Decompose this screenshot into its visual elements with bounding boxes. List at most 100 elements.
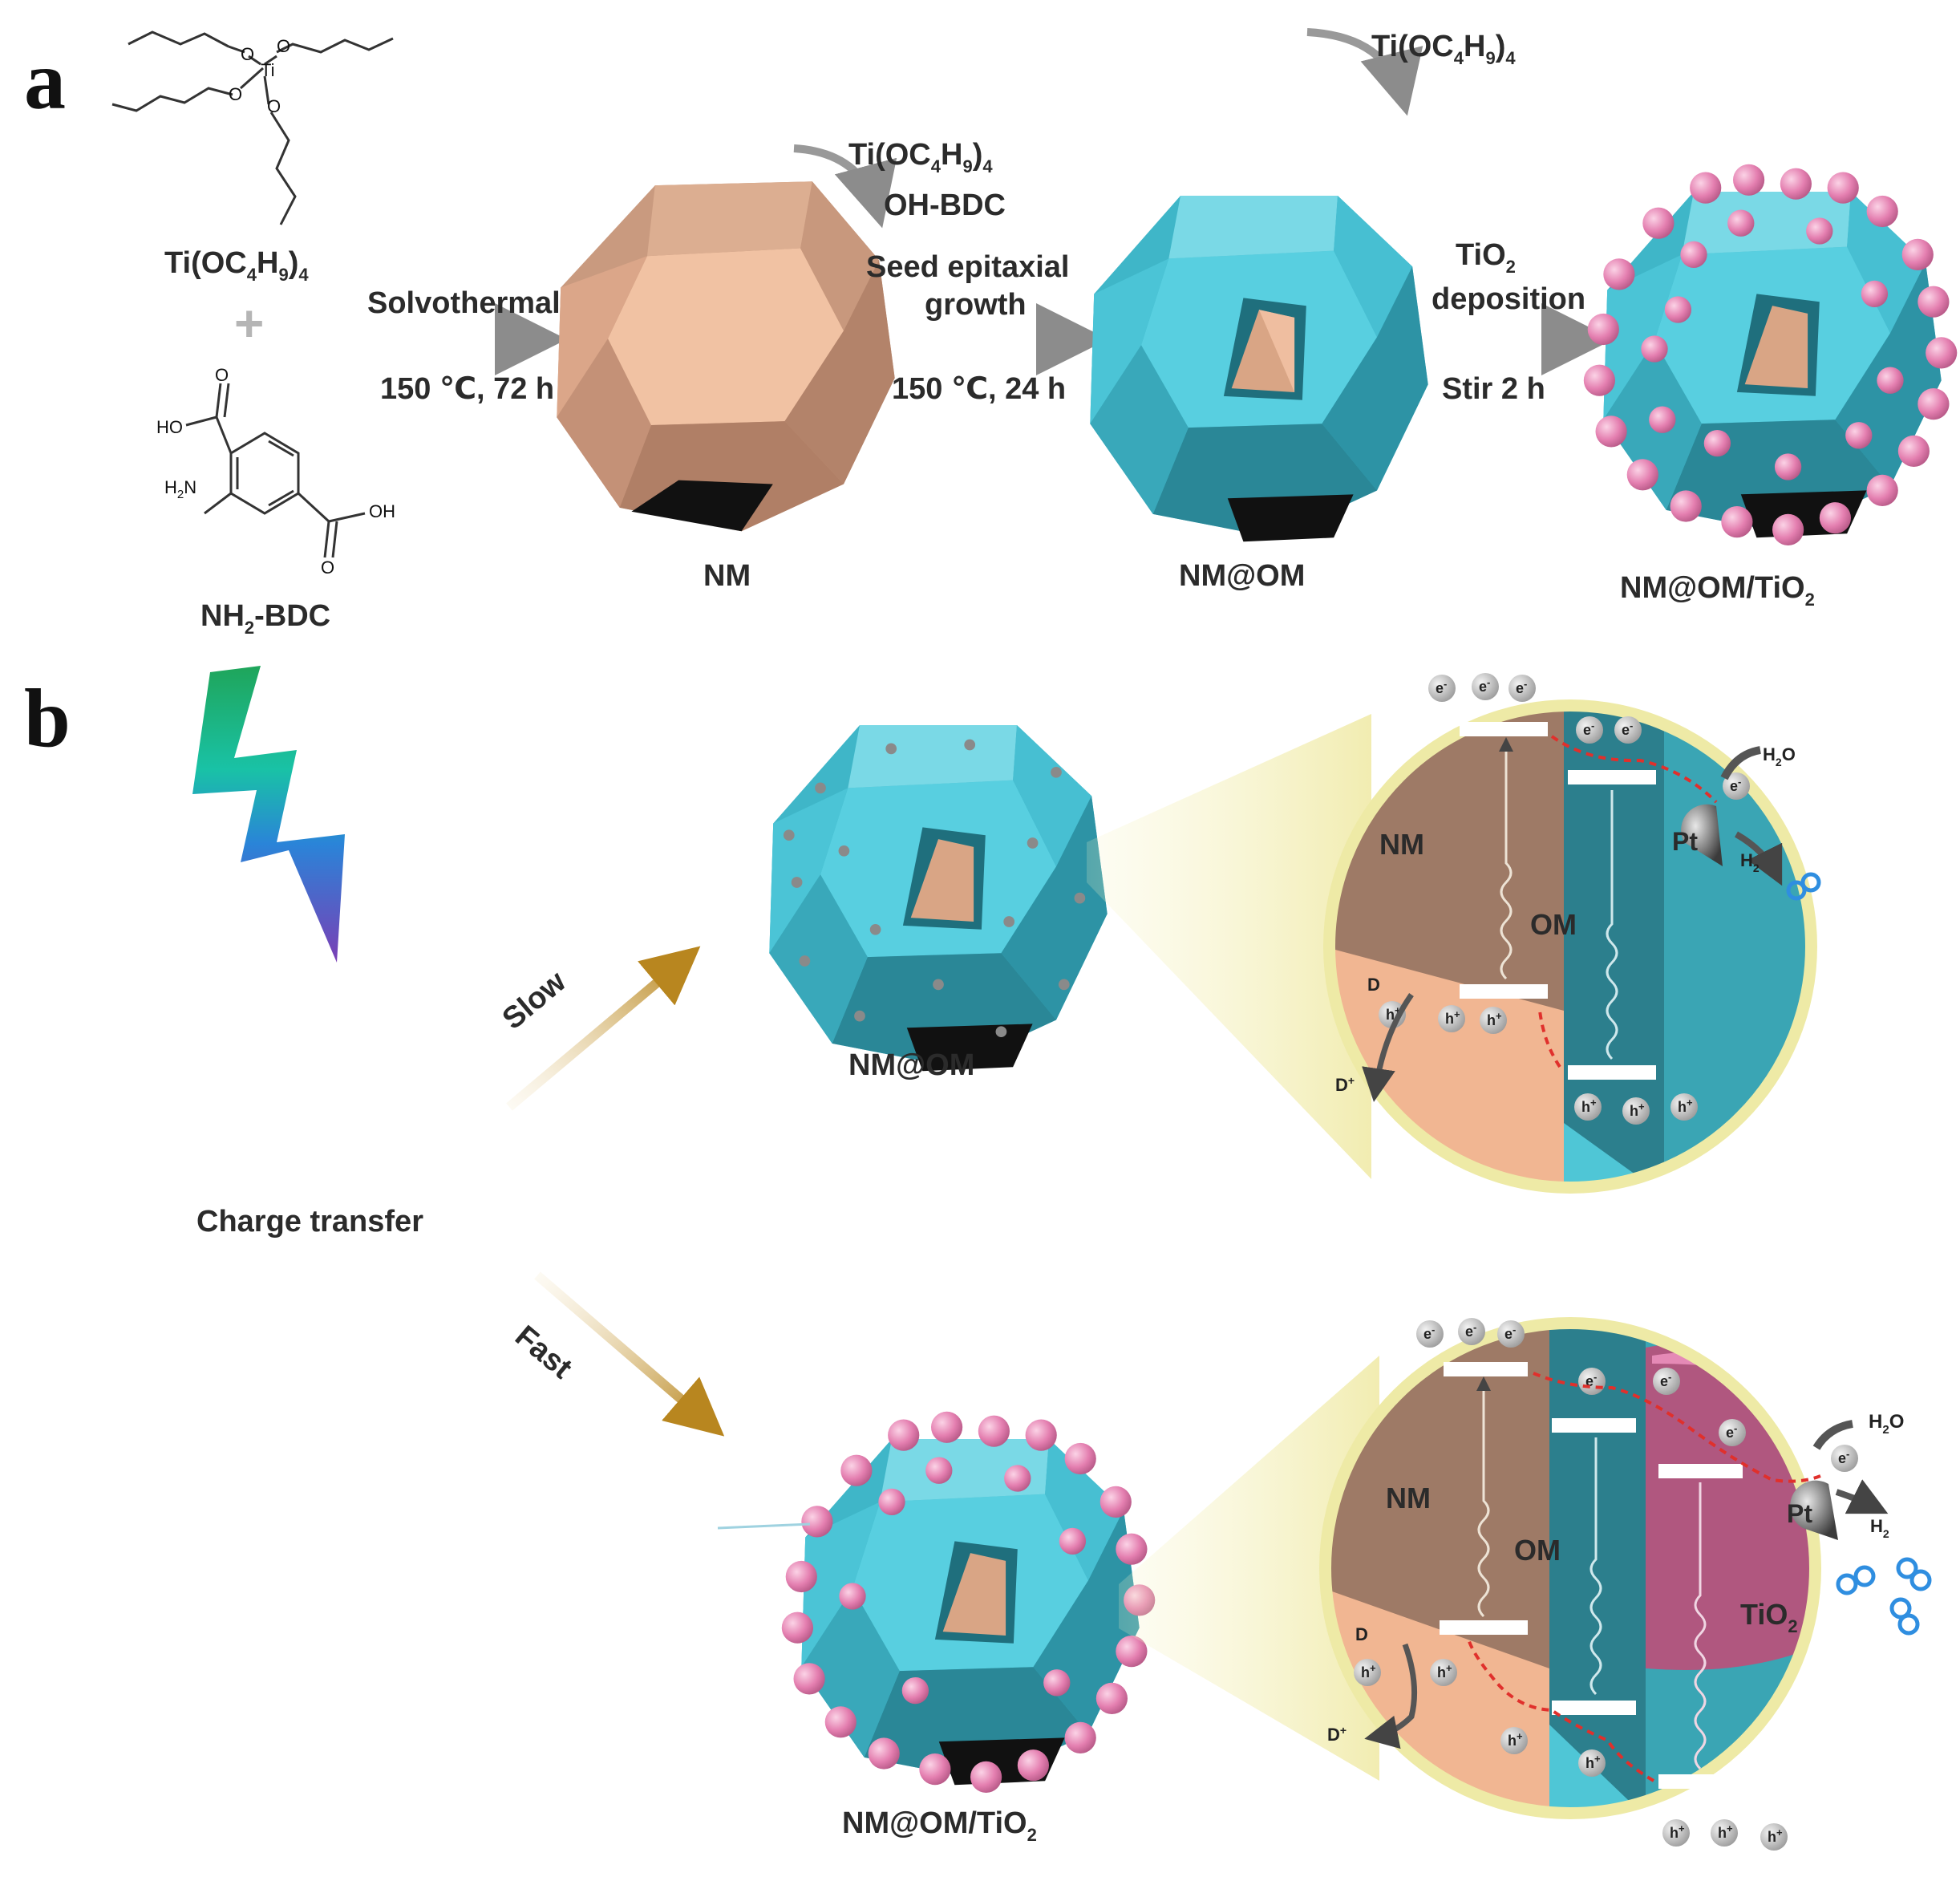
donor-arrow-top (1362, 992, 1414, 1102)
water-label-bottom: H2O (1869, 1411, 1904, 1437)
step2-reagent2: OH-BDC (884, 189, 1006, 222)
holes-top (1379, 1001, 1698, 1125)
fast-label: Fast (508, 1320, 578, 1386)
struct-o-4: O (267, 96, 281, 116)
om-cb-top (1568, 770, 1656, 784)
struct-h2n: H2N (164, 477, 196, 501)
e-top-4: e- (1583, 720, 1594, 738)
struct-o-2: O (277, 36, 290, 56)
donor-ox-bottom: D+ (1327, 1724, 1346, 1745)
fast-arrow (534, 1271, 725, 1437)
nm-cb-top (1460, 722, 1548, 736)
light-ray-bottom (717, 1522, 811, 1530)
h-bot-6: h+ (1718, 1822, 1733, 1841)
donor-ox-top: D+ (1335, 1074, 1355, 1095)
pt-label-bottom: Pt (1787, 1499, 1812, 1528)
electrons-top (1428, 673, 1750, 800)
zone-tio2-bottom: TiO2 (1740, 1598, 1798, 1636)
zoom-beam-bottom (1119, 1356, 1379, 1781)
panel-label-a: a (24, 34, 66, 127)
h-top-5: h+ (1630, 1101, 1645, 1119)
step3-reagent: Ti(OC4H9)4 (1371, 30, 1516, 68)
donor-arrow-bottom (1364, 1643, 1418, 1749)
h-bot-4: h+ (1585, 1753, 1601, 1771)
step3-bottom: Stir 2 h (1442, 372, 1545, 406)
charge-transfer-label: Charge transfer (196, 1205, 423, 1238)
struct-ti: Ti (261, 60, 275, 80)
hole-path-top (1538, 1010, 1561, 1068)
h-top-3: h+ (1487, 1010, 1502, 1028)
h-top-4: h+ (1581, 1097, 1597, 1115)
light-bolt-icon (192, 666, 345, 963)
electron-path-top (1550, 735, 1718, 804)
h-bot-1: h+ (1361, 1662, 1376, 1680)
tio2-vb-bottom (1658, 1774, 1743, 1789)
slow-label: Slow (496, 964, 573, 1036)
zoom-circle-bottom: NM OM TiO2 e- e- e- e- e- e- e- h+ h+ h+… (1319, 1317, 1932, 1851)
om-excitation-bottom (1589, 1437, 1602, 1696)
panel-b-top-label: NM@OM (848, 1048, 974, 1082)
e-bot-4: e- (1585, 1371, 1597, 1389)
pt-nanodots (783, 739, 1086, 1038)
h-bot-7: h+ (1768, 1826, 1783, 1845)
donor-top: D (1367, 975, 1380, 995)
h-bot-5: h+ (1670, 1822, 1685, 1841)
ti-source-label: Ti(OC4H9)4 (164, 246, 309, 285)
nh2-bdc-structure (185, 383, 366, 558)
tio2-excitation-bottom (1694, 1482, 1707, 1770)
om-cb-bottom (1552, 1418, 1636, 1433)
struct-ho: HO (156, 417, 183, 437)
step1-bottom-label: 150 ℃, 72 h (380, 372, 554, 406)
step2-top1: Seed epitaxial (866, 250, 1069, 284)
pt-label-top: Pt (1672, 827, 1698, 856)
nm-om-tio2-label: NM@OM/TiO2 (1620, 571, 1815, 610)
panel-b-nm-om-crystal (769, 725, 1108, 1072)
zone-nm-top: NM (1379, 828, 1424, 861)
h-top-1: h+ (1386, 1004, 1401, 1023)
e-bot-3: e- (1504, 1324, 1516, 1342)
water-arrow-bottom (1812, 1420, 1853, 1450)
nm-excitation-bottom (1476, 1376, 1491, 1618)
e-top-2: e- (1479, 676, 1490, 695)
e-top-5: e- (1622, 720, 1633, 738)
struct-o-1: O (241, 44, 254, 64)
e-bot-2: e- (1465, 1321, 1476, 1340)
step1-top-label: Solvothermal (367, 286, 561, 320)
h-top-6: h+ (1678, 1097, 1693, 1115)
pt-cocatalyst-bottom (1790, 1480, 1838, 1540)
nm-cb-bottom (1444, 1362, 1528, 1376)
om-vb-top (1568, 1065, 1656, 1080)
panel-b-bottom-label: NM@OM/TiO2 (842, 1806, 1037, 1845)
nm-excitation-top (1499, 737, 1513, 980)
hole-path-bottom (1466, 1636, 1655, 1782)
h-bot-3: h+ (1508, 1730, 1523, 1749)
e-bot-5: e- (1660, 1371, 1671, 1389)
e-top-1: e- (1436, 678, 1447, 696)
step2-bottom: 150 ℃, 24 h (892, 372, 1066, 406)
h2-bubbles-top (1786, 872, 1821, 901)
nm-vb-top (1460, 984, 1548, 999)
h2-bubbles-bottom (1836, 1557, 1932, 1636)
step3-reagent-arrow (1306, 28, 1423, 116)
zoom-circle-top: NM OM e- e- e- e- e- e- h+ h+ h+ h+ h+ h… (1323, 673, 1821, 1194)
plus-sign: + (234, 294, 264, 352)
step2-reagent: Ti(OC4H9)4 (848, 138, 993, 176)
nm-label: NM (703, 559, 751, 593)
nm-om-crystal (1090, 196, 1428, 542)
h2-arrow-bottom (1835, 1479, 1889, 1514)
e-top-6: e- (1730, 776, 1741, 794)
e-bot-6: e- (1726, 1422, 1737, 1441)
h2-arrow-top (1734, 831, 1783, 886)
struct-o-6: O (321, 557, 334, 578)
zoom-beam-top (1087, 714, 1371, 1179)
zone-om-top: OM (1530, 908, 1577, 941)
struct-oh: OH (369, 501, 395, 521)
zone-om-bottom: OM (1514, 1534, 1561, 1567)
panel-label-b: b (24, 672, 71, 764)
tio2-cb-bottom (1658, 1464, 1743, 1478)
tio2-nanoparticles (1583, 164, 1958, 545)
struct-o-3: O (229, 84, 242, 104)
e-bot-1: e- (1423, 1324, 1435, 1342)
